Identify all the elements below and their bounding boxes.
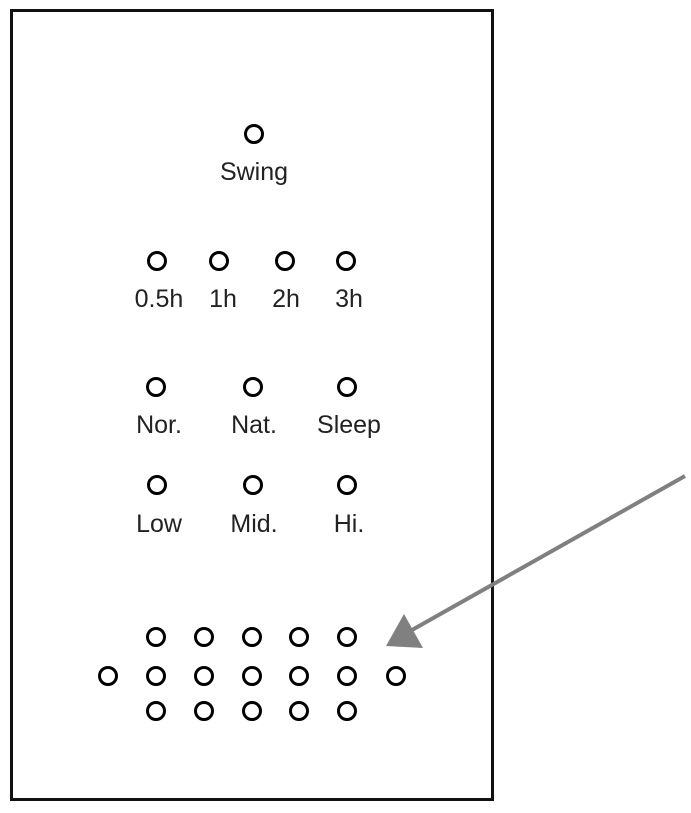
matrix-led	[289, 666, 309, 686]
mode-sleep-label: Sleep	[317, 411, 381, 439]
mode-sleep-indicator	[337, 377, 357, 397]
matrix-led	[146, 701, 166, 721]
speed-high-label: Hi.	[333, 510, 365, 538]
mode-normal-label: Nor.	[136, 411, 182, 439]
speed-high-indicator	[337, 475, 357, 495]
arrow-shaft	[411, 474, 686, 632]
speed-mid-label: Mid.	[230, 510, 278, 538]
matrix-side-led-left	[98, 666, 118, 686]
matrix-led	[337, 666, 357, 686]
mode-natural-indicator	[243, 377, 263, 397]
mode-normal-indicator	[146, 377, 166, 397]
matrix-led	[146, 627, 166, 647]
timer-3h-label: 3h	[335, 285, 363, 313]
timer-2h-indicator	[275, 251, 295, 271]
matrix-led	[337, 701, 357, 721]
mode-natural-label: Nat.	[231, 411, 277, 439]
matrix-side-led-right	[386, 666, 406, 686]
matrix-led	[242, 701, 262, 721]
timer-0-5h-indicator	[147, 251, 167, 271]
matrix-led	[194, 666, 214, 686]
timer-1h-indicator	[209, 251, 229, 271]
arrow-head	[386, 614, 423, 648]
swing-indicator	[244, 124, 264, 144]
matrix-led	[146, 666, 166, 686]
speed-low-label: Low	[136, 510, 182, 538]
matrix-led	[337, 627, 357, 647]
timer-0-5h-label: 0.5h	[134, 285, 184, 313]
speed-mid-indicator	[243, 475, 263, 495]
matrix-led	[289, 701, 309, 721]
matrix-led	[289, 627, 309, 647]
timer-3h-indicator	[336, 251, 356, 271]
matrix-led	[242, 627, 262, 647]
timer-1h-label: 1h	[209, 285, 237, 313]
timer-2h-label: 2h	[272, 285, 300, 313]
speed-low-indicator	[147, 475, 167, 495]
matrix-led	[194, 627, 214, 647]
swing-label: Swing	[219, 158, 289, 186]
matrix-led	[242, 666, 262, 686]
matrix-led	[194, 701, 214, 721]
